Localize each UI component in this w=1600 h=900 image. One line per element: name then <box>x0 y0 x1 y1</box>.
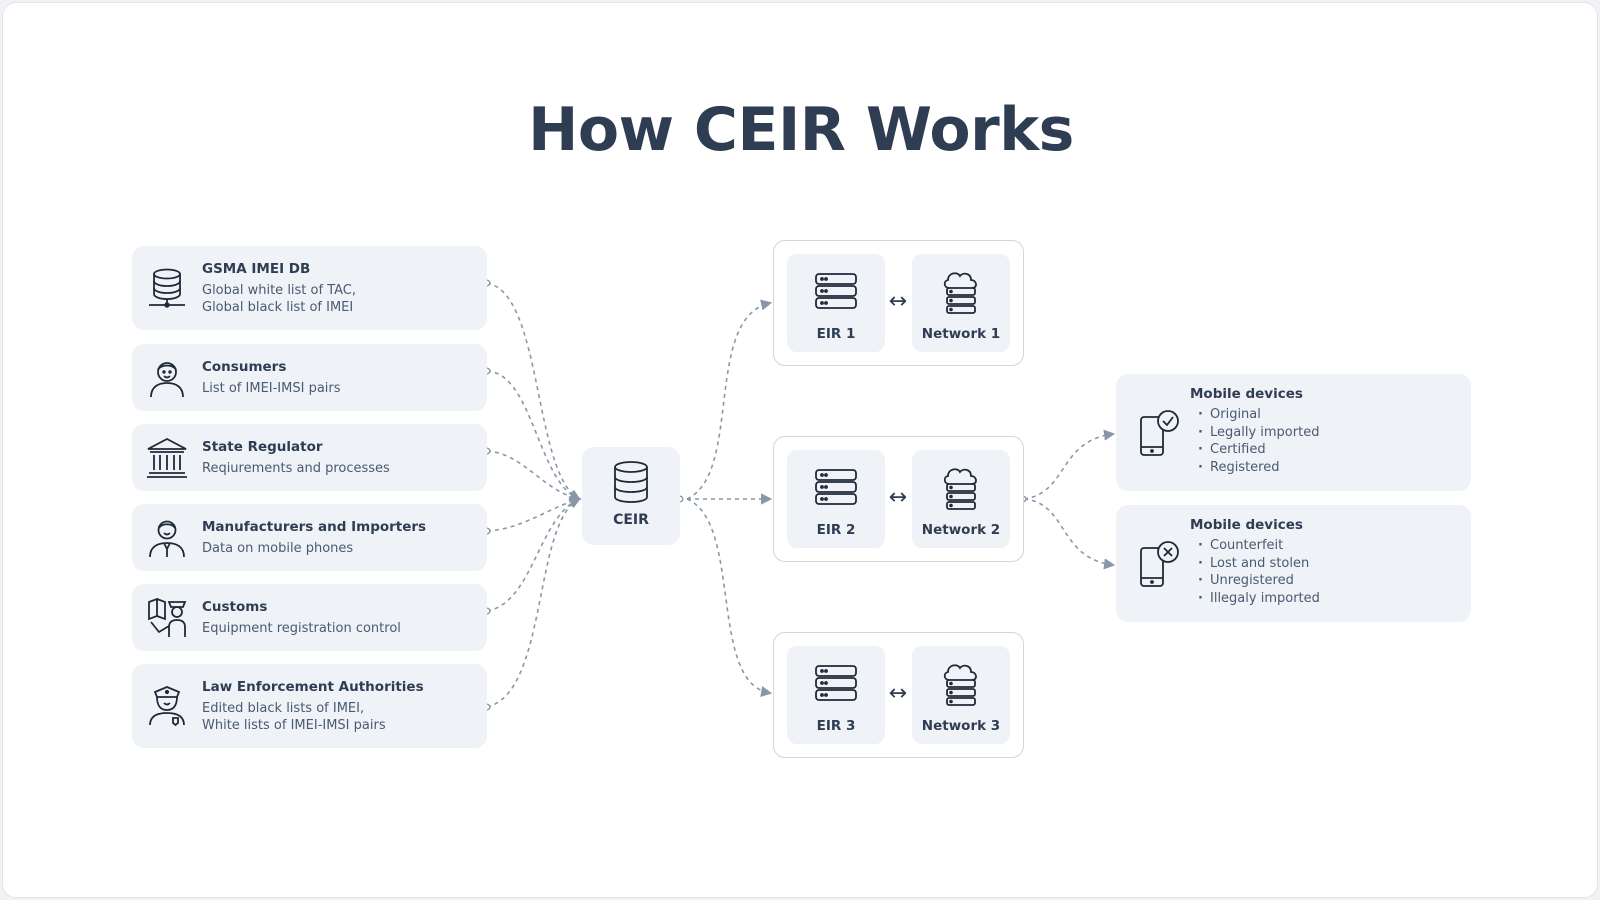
cloud-server-icon <box>943 664 977 706</box>
network-node-1: Network 1 <box>912 254 1010 352</box>
page-title: How CEIR Works <box>528 95 1074 165</box>
source-description: List of IMEI-IMSI pairs <box>202 380 341 396</box>
link-ceir-eir3 <box>686 498 773 698</box>
link-net2-dev-bad <box>1023 498 1116 570</box>
network-label: Network 2 <box>921 522 1001 538</box>
cloud-server-icon <box>943 468 977 510</box>
link-gsma-ceir <box>486 282 581 501</box>
link-consumers-ceir <box>486 370 582 501</box>
network-group-1: EIR 1 ↔ Network 1 <box>773 240 1024 366</box>
device-status-list: Counterfeit Lost and stolen Unregistered… <box>1190 537 1320 607</box>
source-manufacturers-importers: Manufacturers and Importers Data on mobi… <box>132 504 487 571</box>
phone-check-icon <box>1136 374 1184 491</box>
eir-node-1: EIR 1 <box>787 254 885 352</box>
network-node-3: Network 3 <box>912 646 1010 744</box>
bidirectional-arrow-icon: ↔ <box>888 485 908 510</box>
network-label: Network 1 <box>921 326 1001 342</box>
source-name: Manufacturers and Importers <box>202 518 427 535</box>
government-building-icon <box>132 436 202 480</box>
device-group-name: Mobile devices <box>1190 386 1303 402</box>
eir-label: EIR 3 <box>816 718 856 734</box>
server-icon <box>815 665 857 701</box>
businessman-icon <box>132 516 202 560</box>
police-officer-icon <box>132 684 202 728</box>
devices-blocked: Mobile devices Counterfeit Lost and stol… <box>1116 505 1471 622</box>
server-icon <box>815 469 857 505</box>
link-law-ceir <box>486 497 581 708</box>
network-label: Network 3 <box>921 718 1001 734</box>
source-name: Customs <box>202 598 268 615</box>
eir-label: EIR 2 <box>816 522 856 538</box>
network-group-2: EIR 2 ↔ Network 2 <box>773 436 1024 562</box>
source-name: Consumers <box>202 358 287 375</box>
link-manufacturers-ceir <box>486 496 582 532</box>
person-icon <box>132 356 202 400</box>
eir-node-3: EIR 3 <box>787 646 885 744</box>
link-regulator-ceir <box>486 450 582 503</box>
source-description: Data on mobile phones <box>202 540 354 556</box>
ceir-node: CEIR <box>582 447 680 545</box>
link-customs-ceir <box>486 497 582 612</box>
list-item: Counterfeit <box>1190 537 1320 555</box>
source-state-regulator: State Regulator Reqiurements and process… <box>132 424 487 491</box>
connector-lines <box>483 279 1116 711</box>
network-group-3: EIR 3 ↔ Network 3 <box>773 632 1024 758</box>
server-icon <box>815 273 857 309</box>
list-item: Illegaly imported <box>1190 590 1320 608</box>
database-network-icon <box>132 266 202 310</box>
link-ceir-eir1 <box>686 299 773 500</box>
link-net2-dev-ok <box>1023 429 1116 500</box>
source-customs: Customs Equipment registration control <box>132 584 487 651</box>
database-icon <box>614 461 648 503</box>
source-name: GSMA IMEI DB <box>202 260 311 277</box>
source-name: Law Enforcement Authorities <box>202 678 424 695</box>
phone-cross-icon <box>1136 505 1184 622</box>
source-consumers: Consumers List of IMEI-IMSI pairs <box>132 344 487 411</box>
source-description: Edited black lists of IMEI, White lists … <box>202 700 386 733</box>
source-gsma-imei-db: GSMA IMEI DB Global white list of TAC, G… <box>132 246 487 330</box>
bidirectional-arrow-icon: ↔ <box>888 681 908 706</box>
list-item: Registered <box>1190 459 1319 477</box>
eir-label: EIR 1 <box>816 326 856 342</box>
list-item: Certified <box>1190 441 1319 459</box>
source-description: Equipment registration control <box>202 620 401 636</box>
list-item: Unregistered <box>1190 572 1320 590</box>
devices-allowed: Mobile devices Original Legally imported… <box>1116 374 1471 491</box>
source-law-enforcement: Law Enforcement Authorities Edited black… <box>132 664 487 748</box>
eir-node-2: EIR 2 <box>787 450 885 548</box>
cloud-server-icon <box>943 272 977 314</box>
list-item: Legally imported <box>1190 424 1319 442</box>
list-item: Original <box>1190 406 1319 424</box>
list-item: Lost and stolen <box>1190 555 1320 573</box>
network-node-2: Network 2 <box>912 450 1010 548</box>
device-status-list: Original Legally imported Certified Regi… <box>1190 406 1319 476</box>
source-name: State Regulator <box>202 438 323 455</box>
customs-officer-icon <box>132 596 202 640</box>
source-description: Reqiurements and processes <box>202 460 390 476</box>
bidirectional-arrow-icon: ↔ <box>888 289 908 314</box>
ceir-label: CEIR <box>613 512 649 528</box>
source-description: Global white list of TAC, Global black l… <box>202 282 357 315</box>
device-group-name: Mobile devices <box>1190 517 1303 533</box>
